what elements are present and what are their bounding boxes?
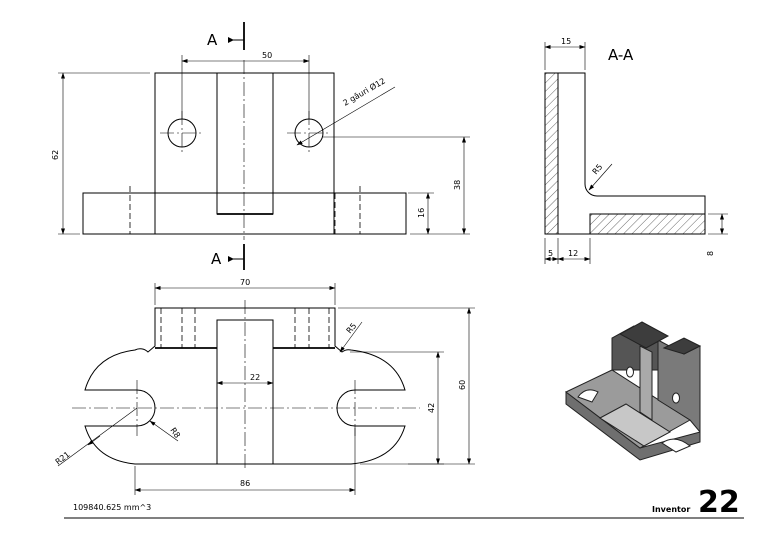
volume-readout: 109840.625 mm^3 (73, 503, 151, 512)
dim-15: 15 (561, 37, 571, 46)
section-view-title: A-A (608, 46, 634, 64)
top-view: 70 R5 22 60 42 R8 R21 86 (54, 278, 475, 495)
base-plate (82, 192, 407, 235)
section-fillet: R5 (591, 162, 605, 176)
dim-5: 5 (548, 249, 553, 258)
dim-8: 8 (706, 251, 715, 256)
dim-22: 22 (250, 373, 260, 382)
section-mark-bottom: A (211, 250, 222, 268)
dim-70: 70 (240, 278, 250, 287)
top-fillet: R5 (345, 321, 359, 335)
dim-60: 60 (458, 380, 467, 390)
dim-62: 62 (51, 150, 60, 160)
radius-r8: R8 (168, 426, 181, 440)
dim-16: 16 (417, 208, 426, 218)
dim-12: 12 (568, 249, 578, 258)
section-mark-top: A (207, 31, 218, 49)
brand-label: Inventor (652, 505, 690, 514)
radius-r21: R21 (54, 450, 72, 467)
hole-note: 2 găuri Ø12 (341, 75, 387, 107)
footer: 109840.625 mm^3 Inventor 22 (64, 485, 744, 520)
isometric-view (565, 321, 702, 461)
dim-50: 50 (262, 51, 272, 60)
section-outline (544, 72, 706, 235)
section-view: A-A 15 R5 5 12 8 (544, 37, 728, 264)
dim-86: 86 (240, 479, 250, 488)
drawing-number: 22 (698, 485, 740, 520)
dim-42: 42 (427, 403, 436, 413)
top-outline (84, 307, 406, 465)
front-view: A 50 62 38 (51, 22, 470, 270)
dim-38: 38 (453, 180, 462, 190)
